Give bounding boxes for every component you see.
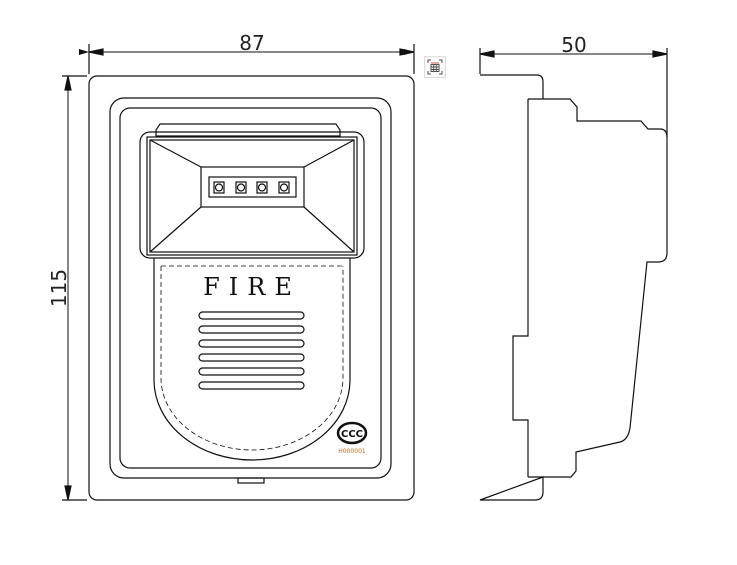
fire-label: FIRE bbox=[203, 273, 301, 301]
speaker-grille bbox=[198, 311, 305, 390]
width-label: 87 bbox=[239, 31, 264, 55]
front-view: FIRE CCC H000001 bbox=[88, 75, 415, 501]
depth-label: 50 bbox=[561, 33, 586, 57]
height-label: 115 bbox=[47, 269, 71, 307]
fit-screen-button[interactable] bbox=[424, 56, 446, 78]
certification-code: H000001 bbox=[338, 448, 366, 455]
fit-screen-icon bbox=[427, 59, 443, 75]
width-dimension: 87 bbox=[79, 31, 415, 74]
led-indicators bbox=[213, 181, 290, 194]
ccc-certification-mark: CCC H000001 bbox=[336, 421, 368, 455]
height-dimension: 115 bbox=[47, 75, 87, 501]
svg-text:CCC: CCC bbox=[341, 429, 363, 440]
depth-dimension: 50 bbox=[479, 33, 668, 137]
side-view bbox=[479, 74, 668, 501]
